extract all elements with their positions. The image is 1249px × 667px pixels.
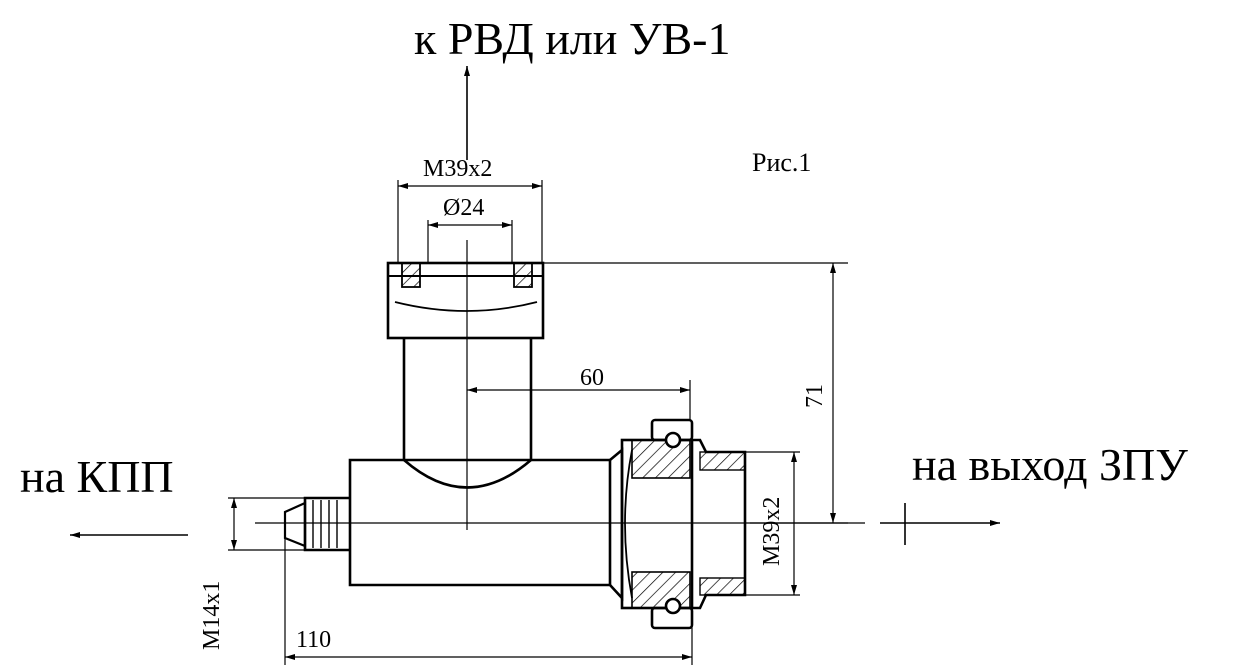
top-thread-dimension: М39х2 <box>423 156 493 182</box>
dimension-lines <box>228 180 848 665</box>
left-target-label: на КПП <box>20 451 174 502</box>
left-thread-dimension: М14х1 <box>199 580 225 650</box>
centerlines <box>255 240 865 530</box>
top-nut <box>386 261 545 340</box>
fitting-body <box>283 261 747 630</box>
vertical-height-dimension: 71 <box>802 384 828 408</box>
overall-length-dimension: 110 <box>296 627 332 653</box>
right-thread-dimension: М39х2 <box>759 496 785 566</box>
horizontal-offset-dimension: 60 <box>580 365 604 391</box>
branch-intersection <box>403 459 532 489</box>
figure-label: Рис.1 <box>752 148 812 177</box>
top-target-label: к РВД или УВ-1 <box>414 13 731 64</box>
right-target-label: на выход ЗПУ <box>912 439 1188 490</box>
left-spigot <box>303 496 350 552</box>
top-bore-dimension: Ø24 <box>443 195 485 221</box>
right-union-body <box>609 447 624 602</box>
branch-pipe <box>402 338 533 460</box>
flow-arrows <box>70 66 1000 545</box>
